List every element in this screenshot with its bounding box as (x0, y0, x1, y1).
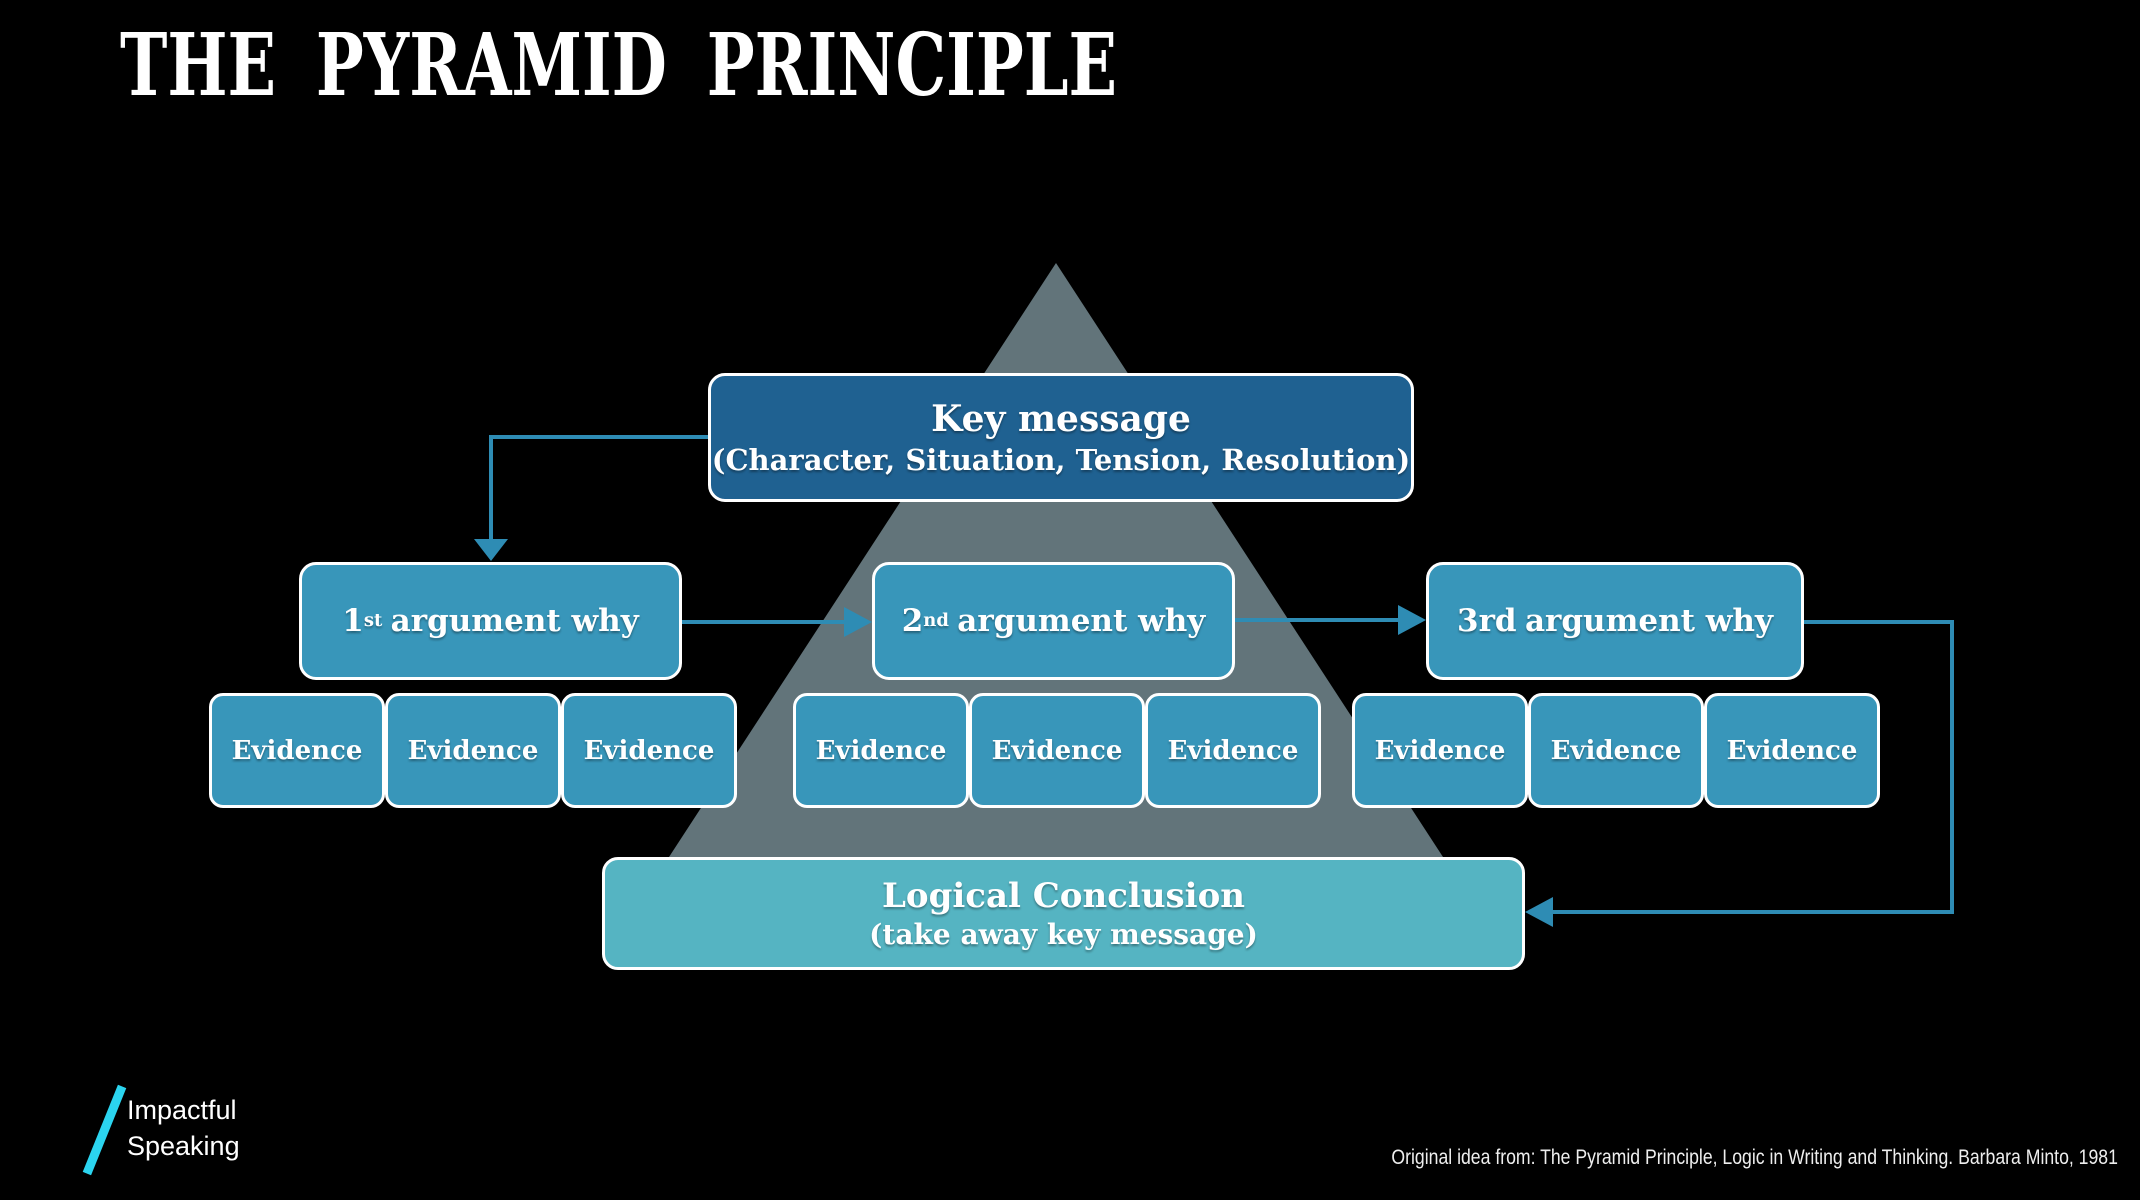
argument-2-label: argument why (957, 603, 1206, 639)
evidence-box: Evidence (209, 693, 385, 808)
evidence-box: Evidence (385, 693, 561, 808)
key-message-subtitle: (Character, Situation, Tension, Resoluti… (711, 443, 1411, 477)
logo-text-line1: Impactful (127, 1095, 237, 1125)
evidence-group-1: Evidence Evidence Evidence (209, 693, 737, 808)
conclusion-title: Logical Conclusion (881, 876, 1245, 916)
evidence-box: Evidence (561, 693, 737, 808)
evidence-box: Evidence (1352, 693, 1528, 808)
arrow-key-to-arg1-horizontal (489, 435, 708, 439)
arrow-arg3-to-conclusion-bottom (1553, 910, 1954, 914)
arrow-arg2-to-arg3-line (1235, 618, 1398, 622)
argument-3-label: argument why (1524, 603, 1773, 639)
logo-text-line2: Speaking (127, 1131, 240, 1161)
logo: Impactful Speaking (127, 1092, 240, 1164)
slide-title: THE PYRAMID PRINCIPLE (120, 15, 1117, 116)
argument-1-ordinal: st (363, 609, 383, 631)
logo-slash-icon (82, 1084, 127, 1176)
arrow-arg3-to-conclusion-top (1804, 620, 1954, 624)
arrowhead-left-icon (1525, 897, 1553, 927)
citation-text: Original idea from: The Pyramid Principl… (1391, 1146, 2118, 1169)
evidence-box: Evidence (969, 693, 1145, 808)
arrow-arg3-to-conclusion-vertical (1950, 620, 1954, 914)
key-message-box: Key message (Character, Situation, Tensi… (708, 373, 1414, 502)
argument-2-number: 2 (901, 603, 924, 639)
arrow-arg1-to-arg2-line (682, 620, 844, 624)
conclusion-box: Logical Conclusion (take away key messag… (602, 857, 1525, 970)
evidence-box: Evidence (1704, 693, 1880, 808)
evidence-group-2: Evidence Evidence Evidence (793, 693, 1321, 808)
evidence-box: Evidence (1528, 693, 1704, 808)
arrowhead-right-icon (844, 607, 872, 637)
argument-2-ordinal: nd (923, 609, 949, 631)
evidence-group-3: Evidence Evidence Evidence (1352, 693, 1880, 808)
conclusion-subtitle: (take away key message) (869, 918, 1258, 951)
arrow-key-to-arg1-vertical (489, 435, 493, 539)
argument-1-label: argument why (390, 603, 639, 639)
argument-3-number: 3rd (1457, 603, 1517, 639)
key-message-title: Key message (931, 398, 1191, 440)
evidence-box: Evidence (1145, 693, 1321, 808)
argument-1-number: 1 (342, 603, 364, 639)
arrowhead-down-icon (474, 539, 508, 561)
evidence-box: Evidence (793, 693, 969, 808)
arrowhead-right-icon (1398, 605, 1426, 635)
